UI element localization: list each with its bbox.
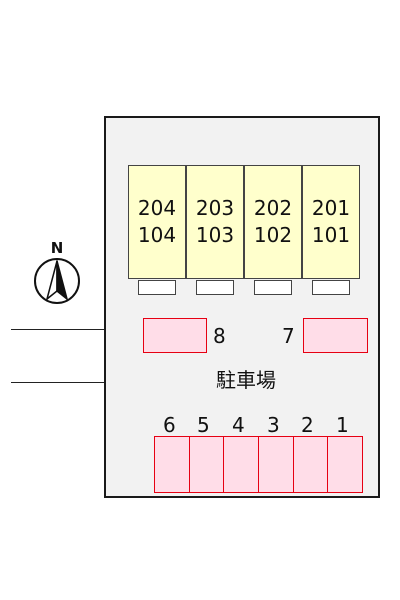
unit-201-101: 201 101: [302, 165, 360, 279]
road-line-lower: [11, 382, 104, 383]
parking-space-number: 7: [282, 324, 295, 348]
unit-upper-number: 203: [195, 196, 235, 220]
parking-space-8: [143, 318, 207, 353]
parking-space-number: 6: [163, 413, 176, 437]
unit-upper-number: 201: [311, 196, 351, 220]
parking-space-number: 1: [336, 413, 349, 437]
parking-space-number: 4: [232, 413, 245, 437]
unit-202-102: 202 102: [244, 165, 302, 279]
parking-space-number: 2: [301, 413, 314, 437]
unit-lower-number: 104: [137, 223, 177, 247]
parking-space-7: [303, 318, 368, 353]
unit-upper-number: 202: [253, 196, 293, 220]
balcony: [254, 280, 292, 295]
property-lot: 204 104 203 103 202 102 201 101 8 7 駐車場 …: [104, 116, 380, 498]
unit-203-103: 203 103: [186, 165, 244, 279]
unit-lower-number: 101: [311, 223, 351, 247]
parking-space-number: 5: [197, 413, 210, 437]
parking-space-1: [327, 436, 363, 493]
parking-space-5: [189, 436, 225, 493]
compass-arrow-icon: [34, 258, 80, 304]
parking-space-6: [154, 436, 190, 493]
compass: N: [29, 240, 85, 306]
balcony: [138, 280, 176, 295]
balcony: [312, 280, 350, 295]
unit-upper-number: 204: [137, 196, 177, 220]
north-label: N: [50, 239, 64, 257]
unit-lower-number: 103: [195, 223, 235, 247]
parking-space-number: 8: [213, 324, 226, 348]
balcony: [196, 280, 234, 295]
parking-lot-label: 駐車場: [216, 368, 276, 392]
parking-space-3: [258, 436, 294, 493]
road-line-upper: [11, 329, 104, 330]
parking-space-2: [293, 436, 329, 493]
unit-lower-number: 102: [253, 223, 293, 247]
parking-space-4: [223, 436, 259, 493]
unit-204-104: 204 104: [128, 165, 186, 279]
parking-space-number: 3: [267, 413, 280, 437]
